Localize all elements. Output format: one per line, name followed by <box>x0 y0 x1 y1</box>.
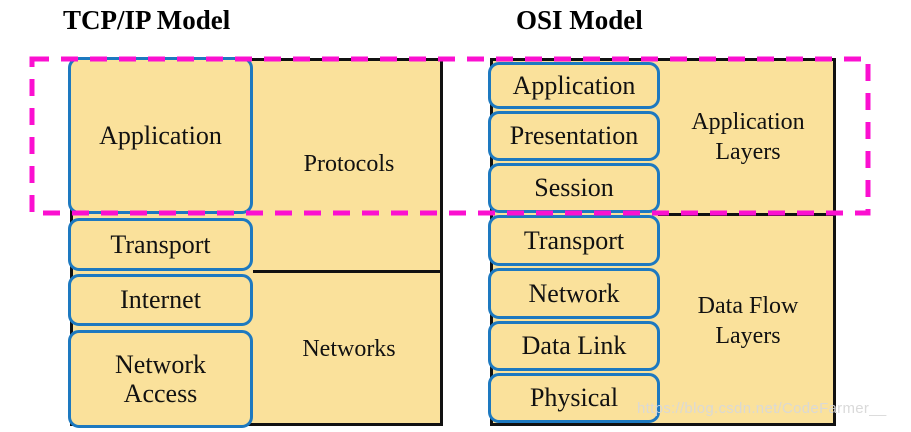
tcpip-layer-application: Application <box>68 57 253 214</box>
osi-layer-application: Application <box>488 62 660 109</box>
watermark: https://blog.csdn.net/CodeFarmer__ <box>637 400 887 417</box>
tcpip-model-title: TCP/IP Model <box>63 5 231 35</box>
tcpip-group-networks: Networks <box>302 336 396 362</box>
osi-layer-network: Network <box>488 268 660 319</box>
tcpip-layer-transport: Transport <box>68 218 253 271</box>
osi-group-data-flow-layers: Data Flow Layers <box>662 216 834 425</box>
osi-layer-data-link: Data Link <box>488 321 660 371</box>
tcpip-divider-line <box>253 270 443 273</box>
osi-layer-physical: Physical <box>488 373 660 423</box>
osi-layer-session: Session <box>488 163 660 213</box>
tcpip-layer-network-access: Network Access <box>68 330 253 428</box>
osi-model-title: OSI Model <box>516 5 643 35</box>
tcpip-layer-internet: Internet <box>68 274 253 326</box>
osi-group-data-flow-layers-label: Data Flow Layers <box>697 292 799 349</box>
osi-group-application-layers-label: Application Layers <box>691 109 805 165</box>
osi-layer-presentation: Presentation <box>488 111 660 161</box>
tcpip-group-protocols: Protocols <box>303 151 395 177</box>
osi-layer-transport: Transport <box>488 215 660 266</box>
tcpip-layer-network-access-label: Network Access <box>115 349 206 408</box>
osi-group-application-layers: Application Layers <box>662 61 834 213</box>
